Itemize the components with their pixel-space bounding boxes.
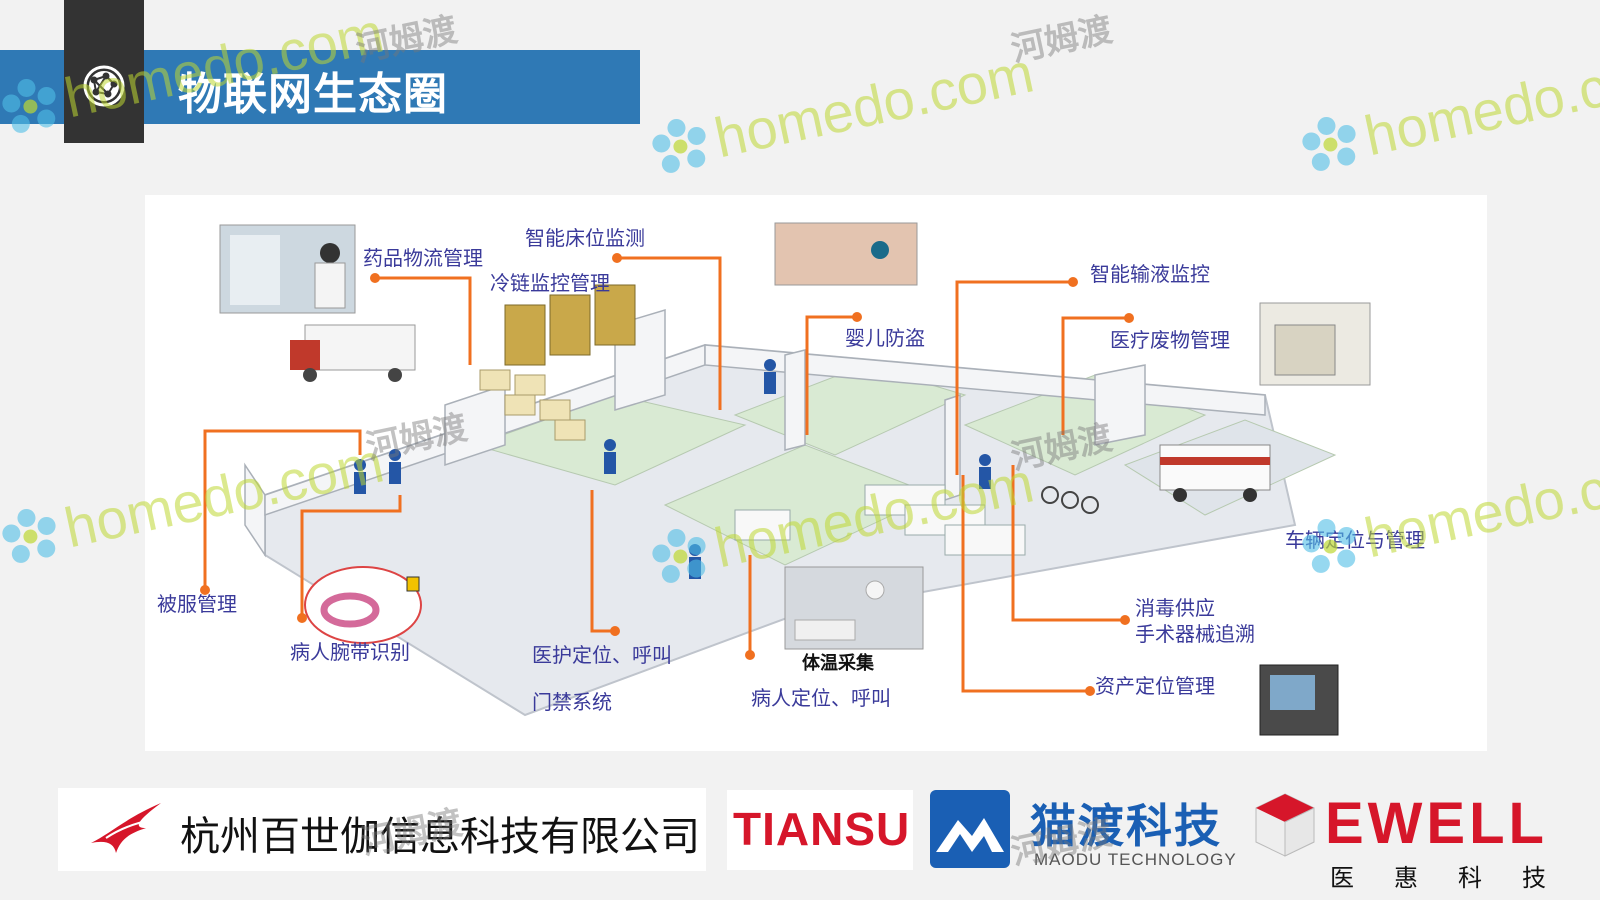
slide-title: 物联网生态圈: [178, 69, 448, 120]
label-smart-bed: 智能床位监测: [525, 226, 645, 250]
tiansu-logo-text: TIANSU: [733, 803, 911, 855]
flower-icon: [652, 118, 706, 173]
company-name: 杭州百世伽信息科技有限公司: [180, 815, 700, 859]
maodu-logo-cn: 猫渡科技: [1030, 800, 1222, 852]
watermark-text: homedo.com: [1359, 38, 1600, 168]
label-smart-infusion: 智能输液监控: [1090, 262, 1210, 286]
ewell-logo-sub: 医惠科技: [1330, 864, 1586, 892]
watermark-text: homedo.com: [709, 40, 1039, 170]
label-medical-waste: 医疗废物管理: [1110, 328, 1230, 352]
network-globe-icon: [83, 65, 125, 107]
label-patient-location: 病人定位、呼叫: [751, 686, 891, 710]
ewell-logo-text: EWELL: [1325, 791, 1548, 856]
label-bedding: 被服管理: [157, 592, 237, 616]
leader-lines: [203, 256, 1129, 693]
label-temperature: 体温采集: [802, 653, 874, 673]
maodu-logo-en: MAODU TECHNOLOGY: [1034, 850, 1237, 869]
label-access-control: 门禁系统: [532, 690, 612, 714]
label-sterilization: 消毒供应 手术器械追溯: [1135, 596, 1255, 646]
label-staff-location: 医护定位、呼叫: [532, 643, 672, 667]
label-cold-chain: 冷链监控管理: [490, 271, 610, 295]
watermark: homedo.com: [1293, 37, 1600, 182]
flower-icon: [1302, 116, 1356, 171]
label-asset-location: 资产定位管理: [1095, 674, 1215, 698]
company-logo-card: 杭州百世伽信息科技有限公司: [58, 788, 706, 871]
label-infant-antitheft: 婴儿防盗: [845, 326, 925, 350]
label-vehicle: 车辆定位与管理: [1285, 528, 1425, 552]
label-wristband: 病人腕带识别: [290, 640, 410, 664]
ewell-cube-logo-icon: [1255, 793, 1315, 857]
hospital-iot-diagram: 药品物流管理 智能床位监测 冷链监控管理 婴儿防盗 智能输液监控 医疗废物管理 …: [145, 195, 1487, 751]
hospital-floorplan-illustration: [200, 222, 1371, 736]
maodu-mountain-logo-icon: [930, 790, 1010, 868]
flower-icon: [2, 508, 56, 563]
label-drug-logistics: 药品物流管理: [363, 246, 483, 270]
watermark: homedo.com: [643, 39, 1039, 184]
tiansu-logo-card: TIANSU: [727, 790, 913, 870]
watermark-cn: 河姆渡: [1007, 10, 1116, 70]
phoenix-logo-icon: [91, 803, 161, 853]
leader-dots: [200, 253, 1134, 696]
